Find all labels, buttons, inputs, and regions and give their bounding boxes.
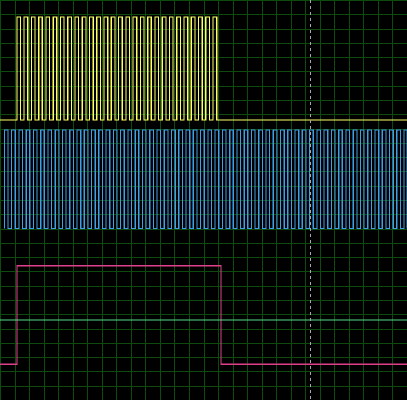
traces (0, 16, 407, 365)
trace-blue (3, 129, 407, 230)
trace-yellow (0, 16, 407, 121)
trace-magenta (0, 265, 407, 365)
